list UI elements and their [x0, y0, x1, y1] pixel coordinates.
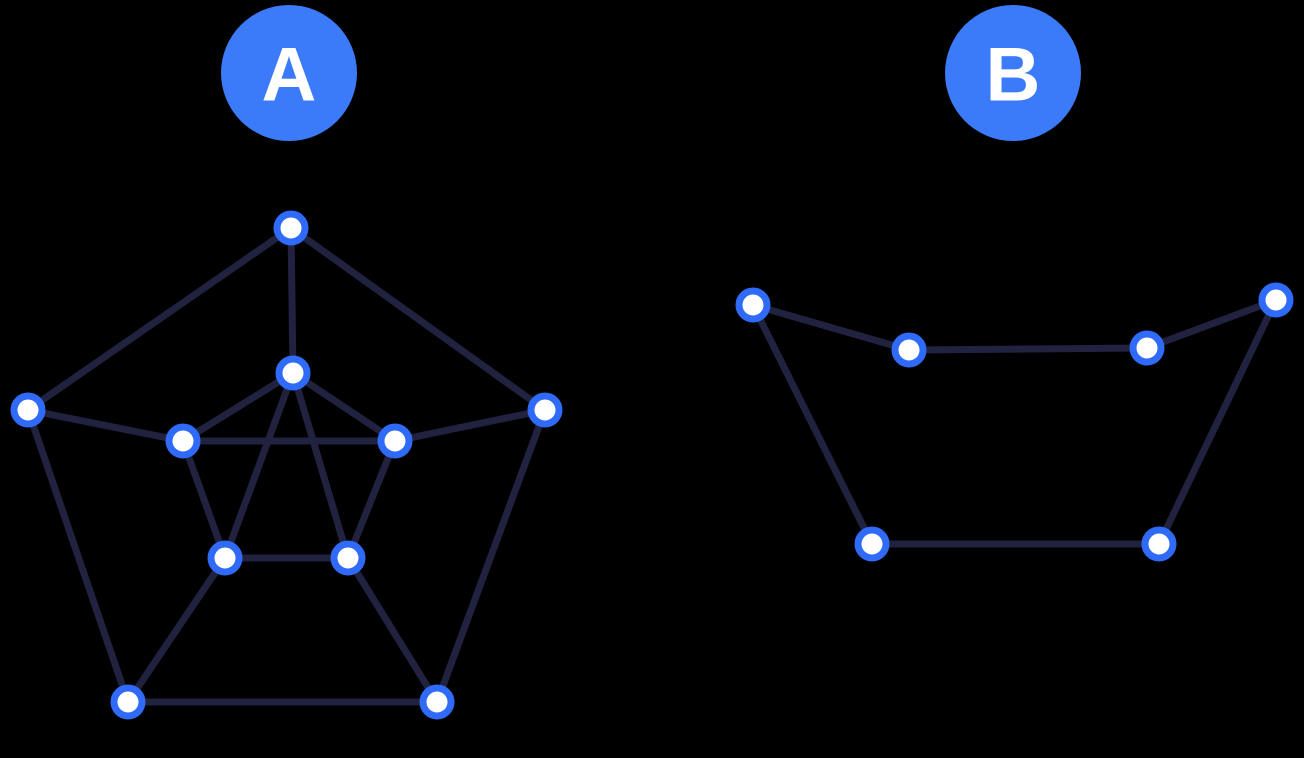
- graph-edge: [1143, 296, 1280, 352]
- graph-edge: [289, 369, 399, 445]
- graph-edge: [433, 406, 549, 706]
- graph-node[interactable]: [419, 684, 455, 720]
- graph-node[interactable]: [854, 526, 890, 562]
- graph-edge: [24, 224, 295, 414]
- graph-edge: [24, 406, 187, 445]
- graph-node[interactable]: [891, 332, 927, 368]
- badge-a-circle: [221, 5, 357, 141]
- graph-edge: [179, 437, 229, 562]
- badge-b-label: B: [986, 33, 1041, 118]
- graph-node[interactable]: [110, 684, 146, 720]
- badge-b-circle: [945, 5, 1081, 141]
- graph-node[interactable]: [1258, 282, 1294, 318]
- edges-layer: [24, 224, 1280, 706]
- badge-a-label: A: [262, 33, 317, 118]
- graph-edge: [905, 344, 1151, 354]
- graph-edge: [287, 224, 549, 414]
- graph-node[interactable]: [1129, 330, 1165, 366]
- graph-node[interactable]: [377, 423, 413, 459]
- nodes-layer: [10, 210, 1294, 720]
- graph-node[interactable]: [10, 392, 46, 428]
- badge-b[interactable]: B: [945, 5, 1081, 141]
- graph-edge: [179, 369, 297, 445]
- graph-edge: [749, 301, 876, 548]
- graph-edge: [221, 369, 297, 562]
- graph-node[interactable]: [165, 423, 201, 459]
- graph-edge: [344, 554, 441, 706]
- graph-node[interactable]: [330, 540, 366, 576]
- graph-node[interactable]: [207, 540, 243, 576]
- graph-node[interactable]: [735, 287, 771, 323]
- graph-edge: [1155, 296, 1280, 548]
- graph-a-edges: [24, 224, 549, 706]
- graph-edge: [289, 369, 352, 562]
- graph-edge: [391, 406, 549, 445]
- graph-node[interactable]: [1141, 526, 1177, 562]
- graph-a-nodes: [10, 210, 563, 720]
- graph-b-edges: [749, 296, 1280, 548]
- graph-node[interactable]: [273, 210, 309, 246]
- graph-edge: [749, 301, 913, 354]
- graph-node[interactable]: [527, 392, 563, 428]
- graph-edge: [344, 437, 399, 562]
- graph-node[interactable]: [275, 355, 311, 391]
- graph-edge: [287, 224, 297, 377]
- graph-b-nodes: [735, 282, 1294, 562]
- graph-edge: [24, 406, 132, 706]
- badge-a[interactable]: A: [221, 5, 357, 141]
- graph-edge: [124, 554, 229, 706]
